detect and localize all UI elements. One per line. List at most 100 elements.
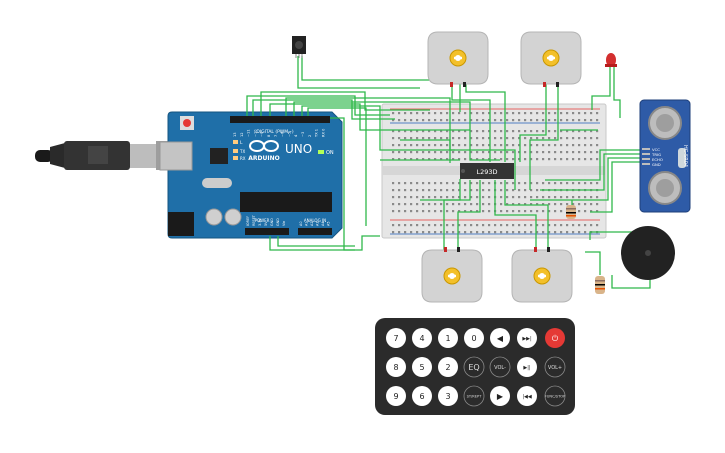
remote-button-label: ▶|| — [523, 365, 531, 371]
ir-receiver — [292, 36, 306, 58]
wire-ir-vcc — [301, 56, 461, 112]
usb-cable — [35, 141, 178, 170]
remote-button[interactable]: 3 — [438, 386, 458, 406]
digital-pin-label: 2 — [308, 135, 312, 137]
sensor-model-label: HC-SR04 — [682, 145, 688, 167]
remote-button-label: |◀◀ — [522, 394, 532, 400]
wire-motor2-b — [529, 84, 559, 190]
wire-d9 — [285, 97, 516, 190]
remote-button-label: 8 — [393, 363, 398, 372]
digital-header-label: DIGITAL (PWM~) — [256, 129, 294, 135]
remote-button[interactable]: 1 — [438, 328, 458, 348]
remote-button-label: ▶ — [497, 392, 504, 401]
analog-pin-label: A2 — [310, 222, 314, 226]
remote-button[interactable]: ⏻ — [545, 328, 565, 348]
wire-motor4-b — [504, 180, 549, 252]
remote-button-label: VOL- — [494, 365, 506, 371]
remote-button[interactable]: ▶ — [490, 386, 510, 406]
remote-button[interactable]: ▶▶| — [517, 328, 537, 348]
wire-d6 — [307, 107, 367, 226]
wire-motor1-b — [465, 84, 506, 162]
dc-motor-top-right — [520, 31, 582, 87]
digital-pin-label: 7 — [274, 135, 278, 137]
remote-button[interactable]: 7 — [386, 328, 406, 348]
remote-button[interactable]: VOL- — [489, 356, 511, 378]
remote-button-label: 7 — [393, 334, 398, 343]
digital-pin-label: ~5 — [287, 132, 291, 137]
wire-led-anode — [591, 66, 611, 110]
remote-button[interactable]: 4 — [412, 328, 432, 348]
remote-button[interactable]: 9 — [386, 386, 406, 406]
wire-bb-1 — [400, 139, 451, 163]
power-pin-label: GND — [276, 218, 280, 226]
wires — [246, 56, 651, 289]
remote-button[interactable]: 0 — [464, 328, 484, 348]
digital-pin-label: ~9 — [260, 131, 264, 137]
wire-buzzer-neg — [611, 275, 651, 289]
remote-button[interactable]: 6 — [412, 386, 432, 406]
remote-button-label: 5 — [419, 363, 424, 372]
wire-motor4-a — [494, 180, 537, 252]
wire-motor3-b — [457, 180, 481, 252]
remote-button[interactable]: ST/REPT — [463, 385, 485, 407]
wire-d8 — [293, 101, 500, 161]
remote-button[interactable]: FUNC/STOP — [544, 385, 566, 407]
remote-button[interactable]: 8 — [386, 357, 406, 377]
analog-pin-label: A3 — [316, 222, 320, 226]
digital-pin-label: 12 — [240, 132, 244, 137]
remote-button-label: 4 — [419, 334, 424, 343]
digital-pin-label: ~3 — [301, 132, 305, 137]
remote-button-label: 2 — [445, 363, 450, 372]
on-led — [318, 150, 324, 154]
digital-pin-label: 4 — [294, 134, 298, 137]
digital-pin-label: ~10 — [253, 129, 257, 137]
analog-header-label: ANALOG IN — [304, 218, 326, 223]
wire-sensor-trig — [540, 153, 640, 191]
wire-5v — [269, 235, 380, 251]
analog-pin-label: A4 — [321, 222, 325, 226]
piezo-buzzer — [621, 226, 675, 280]
remote-button[interactable]: 2 — [438, 357, 458, 377]
wire-d10 — [269, 103, 470, 131]
wire-d13 — [246, 95, 390, 116]
wire-led-cathode — [613, 66, 621, 118]
digital-pin-label: 8 — [267, 134, 271, 137]
red-led — [605, 53, 617, 67]
arduino-model-text: UNO — [285, 142, 312, 156]
resistor-buzzer — [595, 276, 605, 294]
arduino-logo-text: ARDUINO — [248, 155, 279, 162]
rx-led-label: RX — [240, 156, 246, 161]
dc-motor-bottom-left — [421, 247, 483, 303]
power-pin-label: RESET — [252, 214, 256, 226]
remote-button[interactable]: 5 — [412, 357, 432, 377]
remote-button-label: ST/REPT — [467, 394, 483, 398]
remote-button[interactable]: EQ — [463, 356, 485, 378]
wire-d11 — [260, 91, 430, 116]
remote-button[interactable]: ◀ — [490, 328, 510, 348]
dc-motor-top-left — [427, 31, 489, 87]
tx-led-label: TX — [239, 149, 245, 154]
arduino-uno-board: ARDUINO UNO DIGITAL (PWM~) POWER ANALOG … — [159, 111, 343, 239]
remote-button[interactable]: VOL+ — [544, 356, 566, 378]
sensor-pin-label: ECHO — [652, 157, 663, 162]
analog-pin-label: A1 — [305, 222, 309, 226]
digital-pin-label: 13 — [233, 132, 237, 137]
remote-button[interactable]: ▶|| — [517, 357, 537, 377]
remote-button-label: 3 — [445, 392, 450, 401]
remote-button[interactable]: |◀◀ — [517, 386, 537, 406]
digital-pin-label: ~11 — [247, 129, 251, 137]
analog-pin-label: A5 — [327, 222, 331, 226]
wire-ir-signal — [297, 56, 420, 89]
remote-button-label: 6 — [419, 392, 424, 401]
breadboard-holes — [392, 112, 599, 234]
power-pin-label: Vin — [282, 221, 286, 226]
digital-pin-label: ~6 — [281, 131, 285, 137]
sensor-pin-label: VCC — [652, 147, 660, 152]
power-header-label: POWER — [255, 218, 270, 223]
